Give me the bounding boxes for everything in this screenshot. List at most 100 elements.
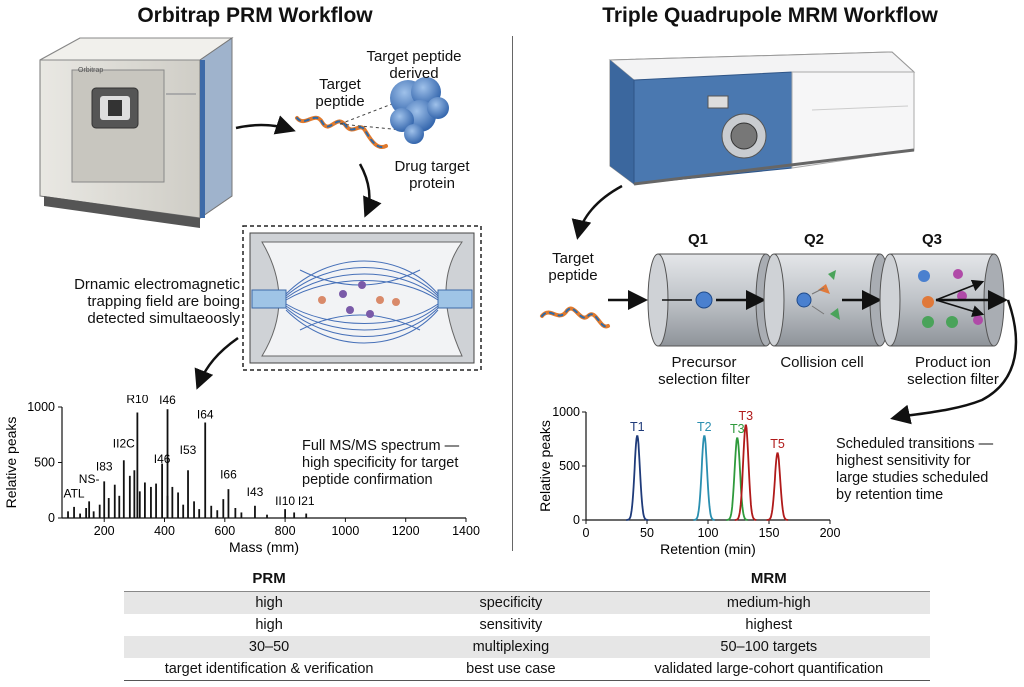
x-tick-label: 50 — [640, 526, 654, 540]
instrument-label: Orbitrap — [78, 67, 103, 74]
cell-prm: target identification & verification — [124, 658, 415, 681]
q3-caption: Product ion selection filter — [907, 354, 999, 388]
peak-label: T2 — [697, 420, 712, 434]
table-row: 30–50 multiplexing 50–100 targets — [124, 636, 930, 658]
target-peptide-derived-label: Target peptide derived — [366, 48, 462, 82]
target-peptide-label-mrm: Target peptide — [548, 250, 598, 284]
chromatogram-caption: Scheduled transitions — highest sensitiv… — [836, 436, 994, 503]
peak-label: II2C — [113, 436, 135, 450]
peak-label: R10 — [126, 395, 148, 406]
q2-caption: Collision cell — [780, 354, 864, 371]
x-tick-label: 100 — [698, 526, 719, 540]
peak-label: I64 — [197, 408, 214, 422]
peak-label: I83 — [96, 460, 113, 474]
target-peptide-label: Target peptide — [315, 76, 365, 110]
y-tick-label: 1000 — [27, 400, 55, 414]
mrm-diagram-graphics — [540, 51, 1018, 425]
x-axis-label: Retention (min) — [660, 541, 756, 557]
x-tick-label: 600 — [214, 524, 235, 538]
cell-mrm: medium-high — [607, 591, 930, 614]
y-tick-label: 0 — [573, 513, 580, 527]
q2-label: Q2 — [804, 231, 825, 248]
target-peptide-icon-mrm — [540, 306, 610, 329]
table-header-row: PRM MRM — [124, 567, 930, 592]
chromatogram-peak — [734, 424, 757, 521]
chromatogram-peak — [626, 435, 649, 521]
chromatogram-peak — [766, 452, 789, 521]
arrow-to-peptide-mrm — [571, 184, 623, 240]
q3-cylinder — [879, 253, 1008, 347]
chromatogram-peak — [693, 435, 715, 521]
peak-label: I46 — [159, 395, 176, 407]
x-tick-label: 1000 — [331, 524, 359, 538]
arrow-to-chromatogram — [890, 299, 1018, 425]
chromatogram-peak — [726, 437, 748, 521]
y-axis-label: Relative peaks — [3, 417, 19, 509]
cell-metric: best use case — [414, 658, 608, 681]
trap-caption: Drnamic electromagnetic trapping field a… — [74, 276, 240, 327]
peak-label: I43 — [247, 485, 264, 499]
orbitrap-trap-illustration — [242, 225, 482, 371]
peak-label: ATL — [63, 486, 84, 500]
cell-mrm: 50–100 targets — [607, 636, 930, 658]
spectrum-caption: Full MS/MS spectrum — high specificity f… — [302, 438, 460, 488]
drug-target-protein-label: Drug target protein — [394, 158, 470, 192]
comparison-table: PRM MRM high specificity medium-high hig… — [124, 567, 930, 681]
cell-metric: sensitivity — [479, 616, 543, 633]
section-divider — [512, 36, 513, 551]
cell-prm: high — [255, 616, 283, 633]
y-tick-label: 1000 — [552, 405, 580, 419]
drug-target-protein-icon — [390, 77, 449, 144]
table-row: high sensitivity highest — [124, 614, 930, 636]
x-tick-label: 200 — [94, 524, 115, 538]
x-axis-label: Mass (mm) — [229, 539, 299, 555]
header-metric — [414, 567, 608, 592]
prm-diagram-graphics: Orbitrap — [39, 37, 482, 390]
target-peptide-icon — [295, 103, 403, 149]
x-tick-label: 200 — [820, 526, 840, 540]
y-tick-label: 500 — [559, 459, 580, 473]
peak-label: II10 — [275, 494, 295, 508]
q1-label: Q1 — [688, 231, 709, 248]
header-prm: PRM — [124, 567, 415, 592]
q1-cylinder — [647, 253, 777, 347]
x-tick-label: 1200 — [392, 524, 420, 538]
peak-label: I53 — [180, 443, 197, 457]
cell-mrm: highest — [745, 616, 793, 633]
orbitrap-instrument — [39, 37, 234, 228]
arrow-to-spectrum — [194, 336, 239, 390]
peak-label: T3 — [739, 409, 754, 423]
x-tick-label: 150 — [759, 526, 780, 540]
peak-label: T5 — [770, 437, 785, 451]
peak-label: T1 — [630, 420, 645, 434]
peak-label: I21 — [298, 494, 315, 508]
x-tick-label: 0 — [583, 526, 590, 540]
peak-label: I46 — [154, 452, 171, 466]
arrow-to-peptide — [235, 115, 296, 135]
mrm-chromatogram-chart: 0 500 1000 0 50 100 150 200 T1 T2 T3T3T5Retention … — [537, 405, 840, 557]
cell-prm: 30–50 — [124, 636, 415, 658]
table-row: high specificity medium-high — [124, 591, 930, 614]
x-tick-label: 400 — [154, 524, 175, 538]
q2-cylinder — [763, 253, 891, 347]
x-tick-label: 800 — [275, 524, 296, 538]
cell-prm: high — [124, 591, 415, 614]
q3-label: Q3 — [922, 231, 943, 248]
table-row: target identification & verification bes… — [124, 658, 930, 681]
y-tick-label: 0 — [48, 511, 55, 525]
cell-metric: multiplexing — [414, 636, 608, 658]
triple-quad-instrument — [608, 51, 916, 186]
mrm-title: Triple Quadrupole MRM Workflow — [602, 4, 938, 27]
y-axis-label: Relative peaks — [537, 420, 553, 512]
y-tick-label: 500 — [34, 456, 55, 470]
arrow-to-trap — [358, 163, 382, 218]
q1-caption: Precursor selection filter — [658, 354, 750, 388]
peak-label: T3 — [730, 422, 745, 436]
cell-mrm: validated large-cohort quantification — [607, 658, 930, 681]
header-mrm: MRM — [607, 567, 930, 592]
peak-label: NS- — [79, 472, 100, 486]
x-tick-label: 1400 — [452, 524, 480, 538]
cell-metric: specificity — [414, 591, 608, 614]
prm-title: Orbitrap PRM Workflow — [137, 4, 373, 27]
